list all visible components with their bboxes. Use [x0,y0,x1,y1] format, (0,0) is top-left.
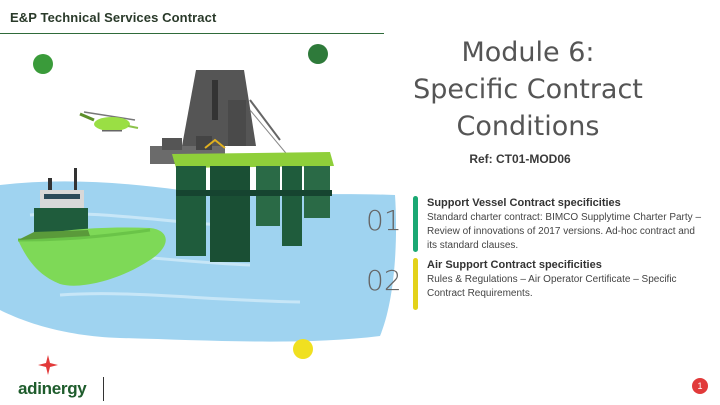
offshore-illustration [0,70,397,342]
logo-text: adinergy [18,379,87,398]
page-number-badge: 1 [692,378,708,394]
item-heading: Air Support Contract specificities [427,259,602,271]
module-reference: Ref: CT01-MOD06 [469,152,571,166]
item-description: Rules & Regulations – Air Operator Certi… [427,274,677,299]
dark-green-dot-decoration [308,44,328,64]
helicopter-graphic [79,111,139,132]
oil-rig-graphic [150,70,334,262]
list-item: 01 Support Vessel Contract specificities… [366,196,706,252]
module-title: Module 6: Specific Contract Conditions [413,37,643,142]
item-number: 01 [366,204,402,237]
item-description: Standard charter contract: BIMCO Supplyt… [427,212,701,251]
star-icon [38,355,58,375]
logo-divider [103,377,104,401]
item-number: 02 [366,264,402,297]
item-accent-bar [413,196,418,252]
yellow-dot-decoration [293,339,313,359]
item-accent-bar [413,258,418,310]
header-divider [0,33,384,34]
adinergy-logo: adinergy [18,353,128,403]
supply-vessel-graphic [17,168,166,286]
green-dot-decoration [33,54,53,74]
item-text: Support Vessel Contract specificities St… [427,196,707,253]
item-heading: Support Vessel Contract specificities [427,197,621,209]
list-item: 02 Air Support Contract specificities Ru… [366,258,706,310]
item-text: Air Support Contract specificities Rules… [427,258,707,301]
presentation-header: E&P Technical Services Contract [10,10,217,25]
